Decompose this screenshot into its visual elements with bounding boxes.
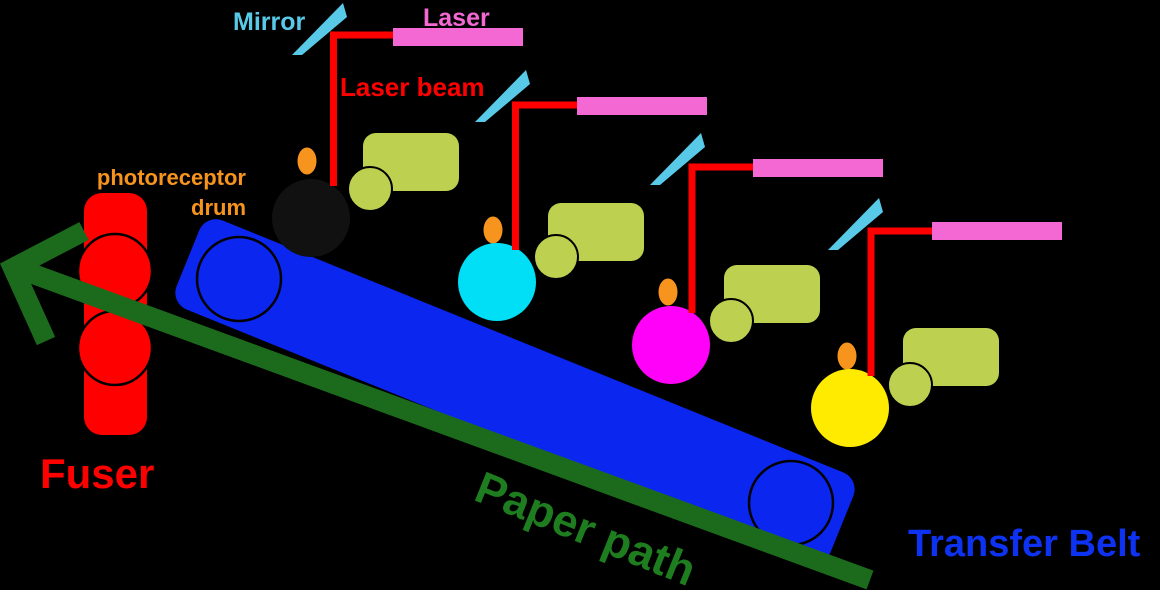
station-magenta bbox=[632, 133, 883, 384]
laser-beam-line bbox=[330, 31, 399, 186]
laser-unit bbox=[932, 222, 1062, 240]
laser-beam-line bbox=[867, 227, 938, 376]
charge-roller bbox=[483, 216, 503, 244]
photoreceptor-drum-yellow bbox=[811, 369, 889, 447]
photoreceptor-drum-black bbox=[272, 179, 350, 257]
laser-label: Laser bbox=[423, 4, 490, 32]
belt-roller-left bbox=[195, 235, 283, 323]
paper-path-arrowhead bbox=[0, 222, 89, 346]
laser-beam-line bbox=[512, 101, 583, 250]
station-black bbox=[272, 3, 523, 257]
station-cyan bbox=[458, 70, 707, 321]
photoreceptor-drum-label-line1: photoreceptor bbox=[97, 165, 247, 190]
photoreceptor-drum-label-line2: drum bbox=[191, 195, 246, 220]
charge-roller bbox=[297, 147, 317, 175]
transfer-belt bbox=[175, 219, 855, 563]
paper-path-arrow bbox=[0, 222, 874, 590]
photoreceptor-drum-cyan bbox=[458, 243, 536, 321]
mirror-shape bbox=[475, 70, 530, 122]
developer-roller bbox=[887, 362, 933, 408]
mirror-label: Mirror bbox=[233, 8, 306, 36]
developer-roller bbox=[347, 166, 393, 212]
laser-beam-line bbox=[688, 163, 759, 313]
photoreceptor-drum-magenta bbox=[632, 306, 710, 384]
laser-beam-label: Laser beam bbox=[340, 72, 485, 102]
charge-roller bbox=[837, 342, 857, 370]
laser-unit bbox=[577, 97, 707, 115]
paper-path-arrow-shaft bbox=[10, 257, 874, 590]
laser-unit bbox=[753, 159, 883, 177]
transfer-belt-group bbox=[175, 219, 855, 563]
station-yellow bbox=[811, 198, 1062, 447]
fuser-label: Fuser bbox=[40, 450, 154, 497]
developer-roller bbox=[533, 234, 579, 280]
transfer-belt-label: Transfer Belt bbox=[908, 523, 1141, 565]
charge-roller bbox=[658, 278, 678, 306]
mirror-shape bbox=[650, 133, 705, 185]
laser-unit bbox=[393, 28, 523, 46]
mirror-shape bbox=[828, 198, 883, 250]
mirror-shape bbox=[292, 3, 347, 55]
developer-roller bbox=[708, 298, 754, 344]
